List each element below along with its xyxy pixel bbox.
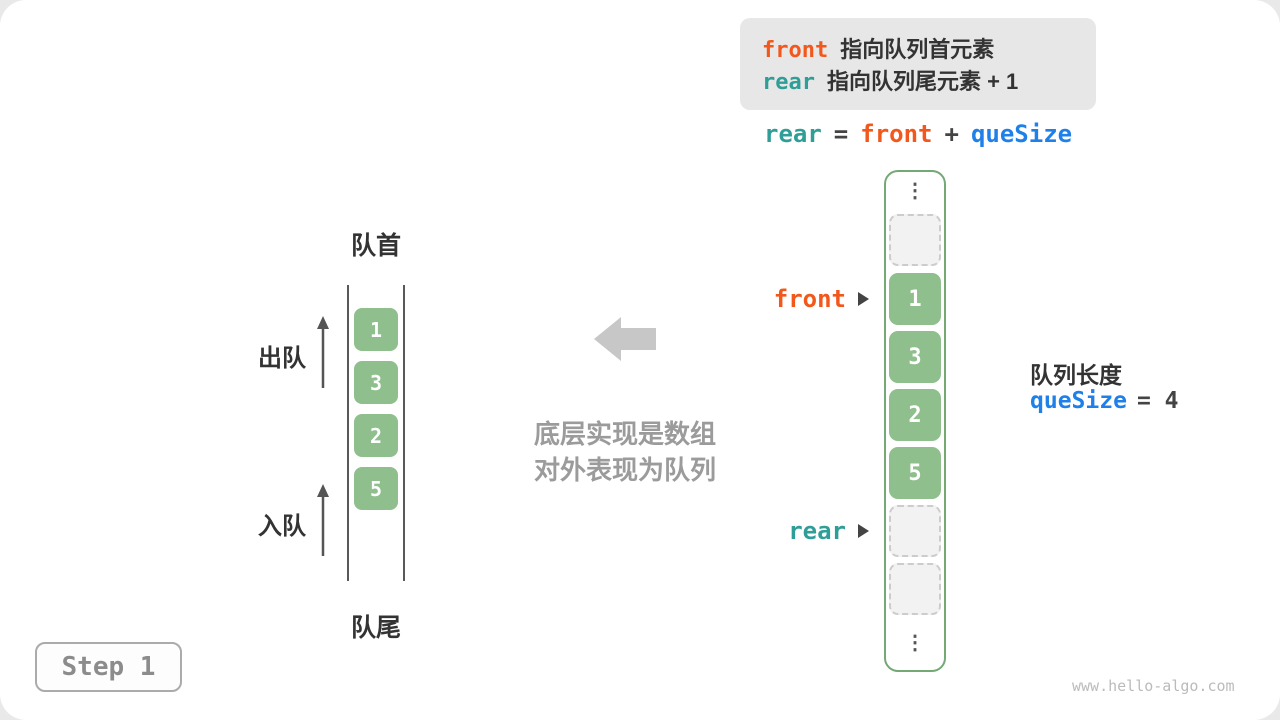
array-cell: 1 <box>889 273 941 325</box>
formula-front: front <box>860 120 933 148</box>
dequeue-up-arrow-icon <box>317 316 329 388</box>
array-cell-empty <box>889 214 941 266</box>
pointer-formula: rear = front + queSize <box>764 120 1072 148</box>
step-badge: Step 1 <box>35 642 182 692</box>
queue-cell: 5 <box>354 467 398 510</box>
legend-box: front 指向队列首元素 rear 指向队列尾元素 + 1 <box>740 18 1096 110</box>
caption-line-1: 底层实现是数组 <box>533 419 716 449</box>
rear-pointer-arrow-icon <box>858 524 869 538</box>
formula-equals: = <box>833 120 849 148</box>
rear-pointer-label: rear <box>788 517 846 545</box>
caption-line-2: 对外表现为队列 <box>533 455 716 485</box>
dequeue-label: 出队 <box>258 345 306 372</box>
vertical-ellipsis-icon: ⋮ <box>905 632 925 654</box>
queue-length-label: 队列长度 <box>1030 362 1122 388</box>
queue-cell: 1 <box>354 308 398 351</box>
vertical-ellipsis-icon: ⋮ <box>905 180 925 202</box>
formula-rear: rear <box>764 120 822 148</box>
front-token: front <box>762 38 829 63</box>
array-cell-empty <box>889 563 941 615</box>
queue-channel <box>347 285 405 581</box>
legend-line-front: front 指向队列首元素 <box>762 32 1074 64</box>
quesize-value: = 4 <box>1136 388 1179 414</box>
rear-description: 指向队列尾元素 + 1 <box>826 69 1019 94</box>
enqueue-up-arrow-icon <box>317 484 329 556</box>
watermark: www.hello-algo.com <box>1072 677 1235 695</box>
formula-quesize: queSize <box>970 120 1073 148</box>
rear-token: rear <box>762 70 815 95</box>
array-cell: 5 <box>889 447 941 499</box>
queue-tail-label: 队尾 <box>350 614 401 642</box>
array-cell: 2 <box>889 389 941 441</box>
legend-line-rear: rear 指向队列尾元素 + 1 <box>762 64 1074 96</box>
array-cell-empty <box>889 505 941 557</box>
quesize-value-line: queSize = 4 <box>1030 388 1178 414</box>
left-block-arrow-icon <box>594 317 656 361</box>
enqueue-label: 入队 <box>258 513 306 540</box>
front-description: 指向队列首元素 <box>840 37 995 62</box>
quesize-token: queSize <box>1030 388 1127 414</box>
queue-cell: 3 <box>354 361 398 404</box>
queue-head-label: 队首 <box>350 232 401 260</box>
front-pointer-label: front <box>773 285 846 313</box>
front-pointer-arrow-icon <box>858 292 869 306</box>
formula-plus: + <box>944 120 959 148</box>
queue-cell: 2 <box>354 414 398 457</box>
array-cell: 3 <box>889 331 941 383</box>
